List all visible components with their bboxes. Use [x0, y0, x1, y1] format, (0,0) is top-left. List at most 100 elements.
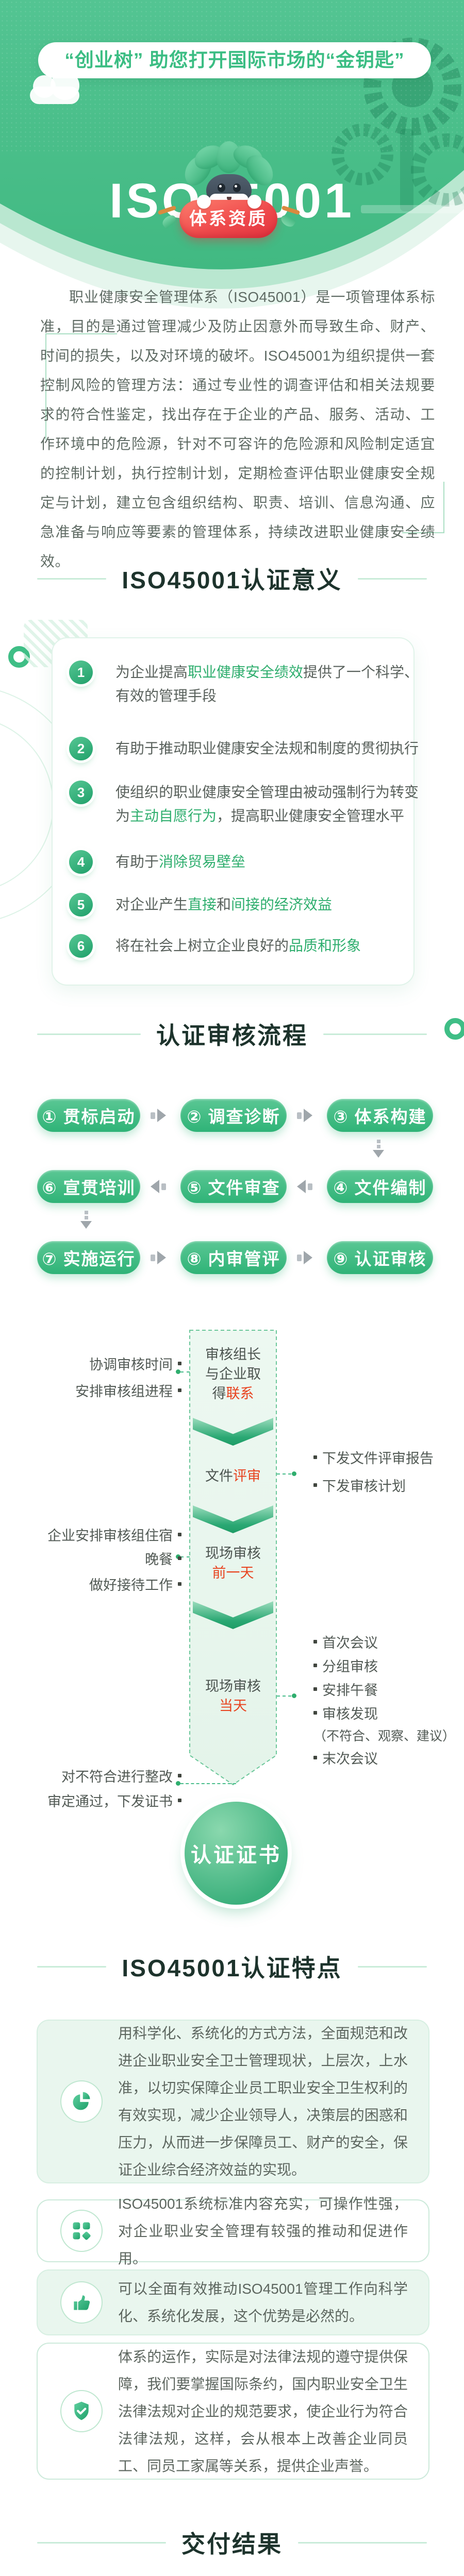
mascot-mouth — [227, 197, 231, 200]
section-title-significance: ISO45001认证意义 — [0, 563, 464, 594]
section-heading: 认证审核流程 — [156, 1022, 308, 1049]
gears-illustration — [332, 38, 464, 213]
connector-line — [277, 1473, 291, 1475]
number-badge: 3 — [69, 781, 93, 804]
feature-text: ISO45001系统标准内容充实，可操作性强，对企业职业安全管理有较强的推动和促… — [118, 2195, 408, 2266]
arrow-right-icon — [151, 1251, 166, 1264]
leaf-icon — [160, 213, 178, 229]
section-title-features: ISO45001认证特点 — [0, 1951, 464, 1982]
process-step-8: ⑧ 内审管评 — [180, 1241, 287, 1274]
intro-paragraph: 职业健康安全管理体系（ISO45001）是一项管理体系标准，目的是通过管理减少及… — [40, 289, 435, 569]
significance-item: 使组织的职业健康安全管理由被动强制行为转变为主动自愿行为，提高职业健康安全管理水… — [115, 784, 419, 824]
section-heading: ISO45001认证意义 — [122, 567, 342, 594]
timeline-note: 首次会议 — [313, 1633, 378, 1651]
process-step-5: ⑤ 文件审查 — [180, 1170, 287, 1203]
timeline-note: 企业安排审核组住宿 — [47, 1526, 181, 1544]
timeline-note: 安排午餐 — [313, 1681, 378, 1698]
feature-card: 用科学化、系统化的方式方法，全面规范和改进企业职业安全卫士管理现状，上层次，上水… — [37, 2020, 429, 2183]
corner-bracket-decoration — [45, 333, 117, 440]
significance-item: 为企业提高职业健康安全绩效提供了一个科学、有效的管理手段 — [115, 664, 419, 704]
timeline-strip — [189, 1330, 277, 1786]
branch-decoration — [281, 205, 301, 215]
number-badge: 5 — [69, 893, 93, 917]
connector-dot — [292, 1471, 296, 1476]
timeline-stage-onsite-daybefore: 现场审核 前一天 — [205, 1546, 261, 1581]
process-step-6: ⑥ 宣贯培训 — [37, 1170, 140, 1203]
connector-line — [180, 1556, 190, 1557]
process-step-1: ① 贯标启动 — [37, 1099, 140, 1132]
shield-check-icon — [60, 2390, 103, 2432]
number-badge: 1 — [69, 660, 93, 684]
feature-text: 用科学化、系统化的方式方法，全面规范和改进企业职业安全卫士管理现状，上层次，上水… — [118, 2025, 408, 2178]
branch-decoration — [157, 205, 177, 215]
number-badge: 4 — [69, 850, 93, 874]
mascot-hand — [197, 195, 211, 209]
arrow-right-icon — [151, 1109, 166, 1122]
mascot-eye — [233, 183, 241, 192]
timeline-stage-onsite-day: 现场审核 当天 — [205, 1679, 261, 1714]
feature-card: ISO45001系统标准内容充实，可操作性强，对企业职业安全管理有较强的推动和促… — [37, 2196, 429, 2266]
arrow-down-icon — [373, 1140, 384, 1158]
arrow-right-icon — [297, 1251, 312, 1264]
timeline-note: 安排审核组进程 — [75, 1382, 181, 1399]
arrow-left-icon — [151, 1180, 166, 1193]
timeline-note: 对不符合进行整改 — [61, 1767, 181, 1785]
process-step-7: ⑦ 实施运行 — [37, 1241, 140, 1274]
timeline-note: 晚餐 — [145, 1550, 181, 1567]
title-line — [37, 578, 107, 580]
title-line — [357, 578, 427, 580]
certificate-badge: 认证证书 — [185, 1802, 288, 1905]
pie-chart-icon — [60, 2080, 103, 2123]
connector-line — [180, 1371, 190, 1372]
mascot-plant-character: 体系资质 — [155, 141, 309, 243]
corner-bracket-decoration — [402, 482, 444, 533]
process-step-4: ④ 文件编制 — [327, 1170, 433, 1203]
arrow-right-icon — [297, 1109, 312, 1122]
cloud-decoration — [30, 71, 79, 104]
arrow-down-icon — [80, 1211, 92, 1229]
feature-text: 可以全面有效推动ISO45001管理工作向科学化、系统化发展，这个优势是必然的。 — [118, 2281, 408, 2324]
banner-slogan: “创业树” 助您打开国际市场的“金钥匙” — [38, 42, 431, 78]
timeline-note: （不符合、观察、建议） — [313, 1729, 456, 1743]
ring-decoration — [444, 1018, 464, 1040]
significance-card — [52, 637, 415, 986]
section-title-delivery: 交付结果 — [0, 2527, 464, 2558]
process-step-9: ⑨ 认证审核 — [327, 1241, 433, 1274]
grid-icon — [60, 2210, 103, 2252]
significance-item: 有助于消除贸易壁垒 — [115, 854, 246, 870]
connector-line — [180, 1783, 236, 1784]
timeline-note: 审定通过，下发证书 — [47, 1792, 181, 1809]
timeline-note: 审核发现 — [313, 1704, 378, 1722]
title-line — [37, 1033, 141, 1035]
timeline-note: 协调审核时间 — [89, 1355, 181, 1372]
connector-dot — [176, 1369, 180, 1374]
title-line — [357, 1965, 427, 1968]
significance-item: 对企业产生直接和间接的经济效益 — [115, 896, 333, 912]
connector-dot — [176, 1781, 180, 1786]
timeline-stage-doc-review: 文件评审 — [205, 1468, 261, 1484]
timeline-note: 下发文件评审报告 — [313, 1449, 434, 1466]
thumbs-up-icon — [60, 2281, 103, 2324]
arrow-left-icon — [297, 1180, 312, 1193]
mascot-eye — [218, 183, 225, 192]
feature-text: 体系的运作，实际是对法律法规的遵守提供保障，我们要掌握国际条约，国内职业安全卫生… — [118, 2348, 408, 2474]
process-step-2: ② 调查诊断 — [180, 1099, 287, 1132]
timeline-stage-contact: 审核组长 与企业取 得联系 — [205, 1347, 261, 1401]
timeline-note: 末次会议 — [313, 1749, 378, 1767]
timeline-note: 下发审核计划 — [313, 1477, 406, 1494]
number-badge: 2 — [69, 737, 93, 760]
title-line — [298, 2541, 427, 2544]
section-heading: 交付结果 — [181, 2531, 283, 2557]
number-badge: 6 — [69, 934, 93, 958]
significance-item: 将在社会上树立企业良好的品质和形象 — [115, 938, 361, 954]
title-line — [37, 1965, 107, 1968]
title-line — [37, 2541, 166, 2544]
title-line — [323, 1033, 427, 1035]
section-title-process: 认证审核流程 — [0, 1019, 464, 1049]
connector-dot — [292, 1693, 296, 1698]
significance-item: 有助于推动职业健康安全法规和制度的贯彻执行 — [115, 740, 419, 756]
mascot-hand — [247, 195, 261, 209]
leaf-icon — [279, 213, 296, 229]
section-heading: ISO45001认证特点 — [122, 1955, 342, 1981]
